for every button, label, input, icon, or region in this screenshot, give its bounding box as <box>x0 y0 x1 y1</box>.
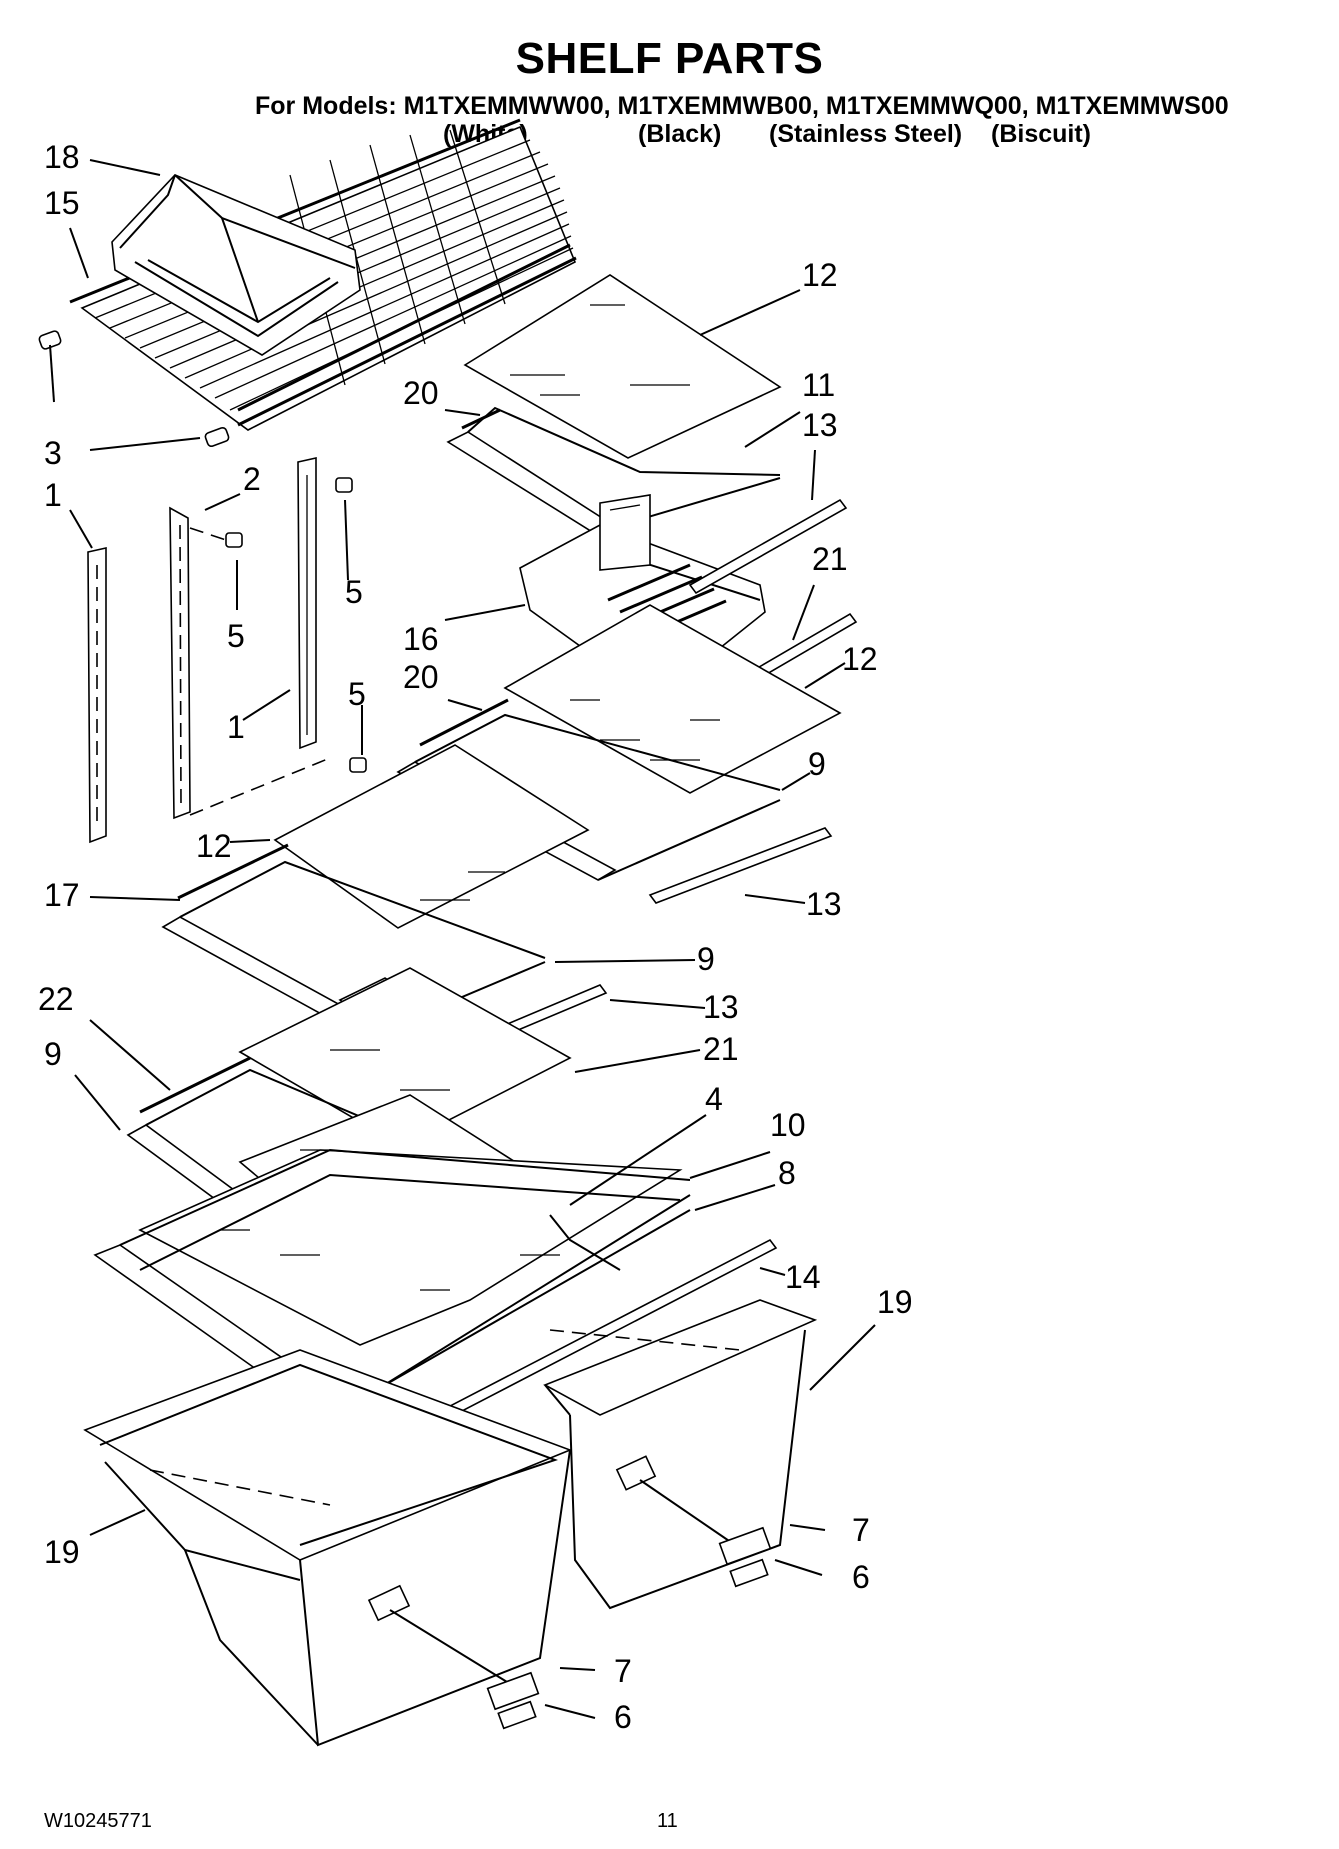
drawer-hardware <box>486 1526 772 1730</box>
callout-12a: 12 <box>802 257 838 293</box>
callout-1b: 1 <box>227 709 245 745</box>
callout-7b: 7 <box>614 1653 632 1689</box>
callout-17: 17 <box>44 877 80 913</box>
callout-19a: 19 <box>877 1284 913 1320</box>
callout-21a: 21 <box>812 541 848 577</box>
finish-biscuit: (Biscuit) <box>991 120 1091 148</box>
crisper-drawer-left <box>83 1349 573 1747</box>
shelf-support-pegs <box>38 330 230 448</box>
callout-3a: 3 <box>44 435 62 471</box>
page-number: 11 <box>657 1810 678 1832</box>
storage-bin <box>111 174 361 356</box>
trim-strip <box>688 498 848 595</box>
callout-19b: 19 <box>44 1534 80 1570</box>
models-line: For Models: M1TXEMMWW00, M1TXEMMWB00, M1… <box>255 92 1229 120</box>
callout-12c: 12 <box>196 828 232 864</box>
upper-glass-shelf <box>446 274 782 534</box>
callout-20a: 20 <box>403 375 439 411</box>
callout-21b: 21 <box>703 1031 739 1067</box>
callout-numbers: 18 15 3 3 12 20 11 13 2 1 5 5 21 16 20 1… <box>38 139 913 1735</box>
callout-9a: 9 <box>808 746 826 782</box>
callout-7a: 7 <box>852 1512 870 1548</box>
callout-14: 14 <box>785 1259 821 1295</box>
callout-11: 11 <box>802 367 835 403</box>
callout-16: 16 <box>403 621 439 657</box>
callout-10: 10 <box>770 1107 806 1143</box>
callout-13a: 13 <box>802 407 838 443</box>
callout-4: 4 <box>705 1081 723 1117</box>
callout-6a: 6 <box>852 1559 870 1595</box>
finish-black: (Black) <box>638 120 722 148</box>
callout-9c: 9 <box>44 1036 62 1072</box>
trim-strip <box>648 827 833 904</box>
document-number: W10245771 <box>44 1810 152 1832</box>
page-title: SHELF PARTS <box>515 34 824 83</box>
callout-9b: 9 <box>697 941 715 977</box>
leader-lines <box>49 159 876 1719</box>
callout-13b: 13 <box>806 886 842 922</box>
callout-8: 8 <box>778 1155 796 1191</box>
callout-18: 18 <box>44 139 80 175</box>
callout-5c: 5 <box>348 676 366 712</box>
finish-stainless-steel: (Stainless Steel) <box>769 120 963 148</box>
callout-12b: 12 <box>842 641 878 677</box>
callout-13c: 13 <box>703 989 739 1025</box>
callout-2: 2 <box>243 461 261 497</box>
ladder-rails <box>87 457 331 844</box>
screws <box>189 477 367 773</box>
crisper-drawer-right <box>543 1299 818 1610</box>
callout-22: 22 <box>38 981 74 1017</box>
callout-5b: 5 <box>345 574 363 610</box>
callout-1a: 1 <box>44 477 62 513</box>
callout-5a: 5 <box>227 618 245 654</box>
callout-6b: 6 <box>614 1699 632 1735</box>
callout-20b: 20 <box>403 659 439 695</box>
callout-15: 15 <box>44 185 80 221</box>
